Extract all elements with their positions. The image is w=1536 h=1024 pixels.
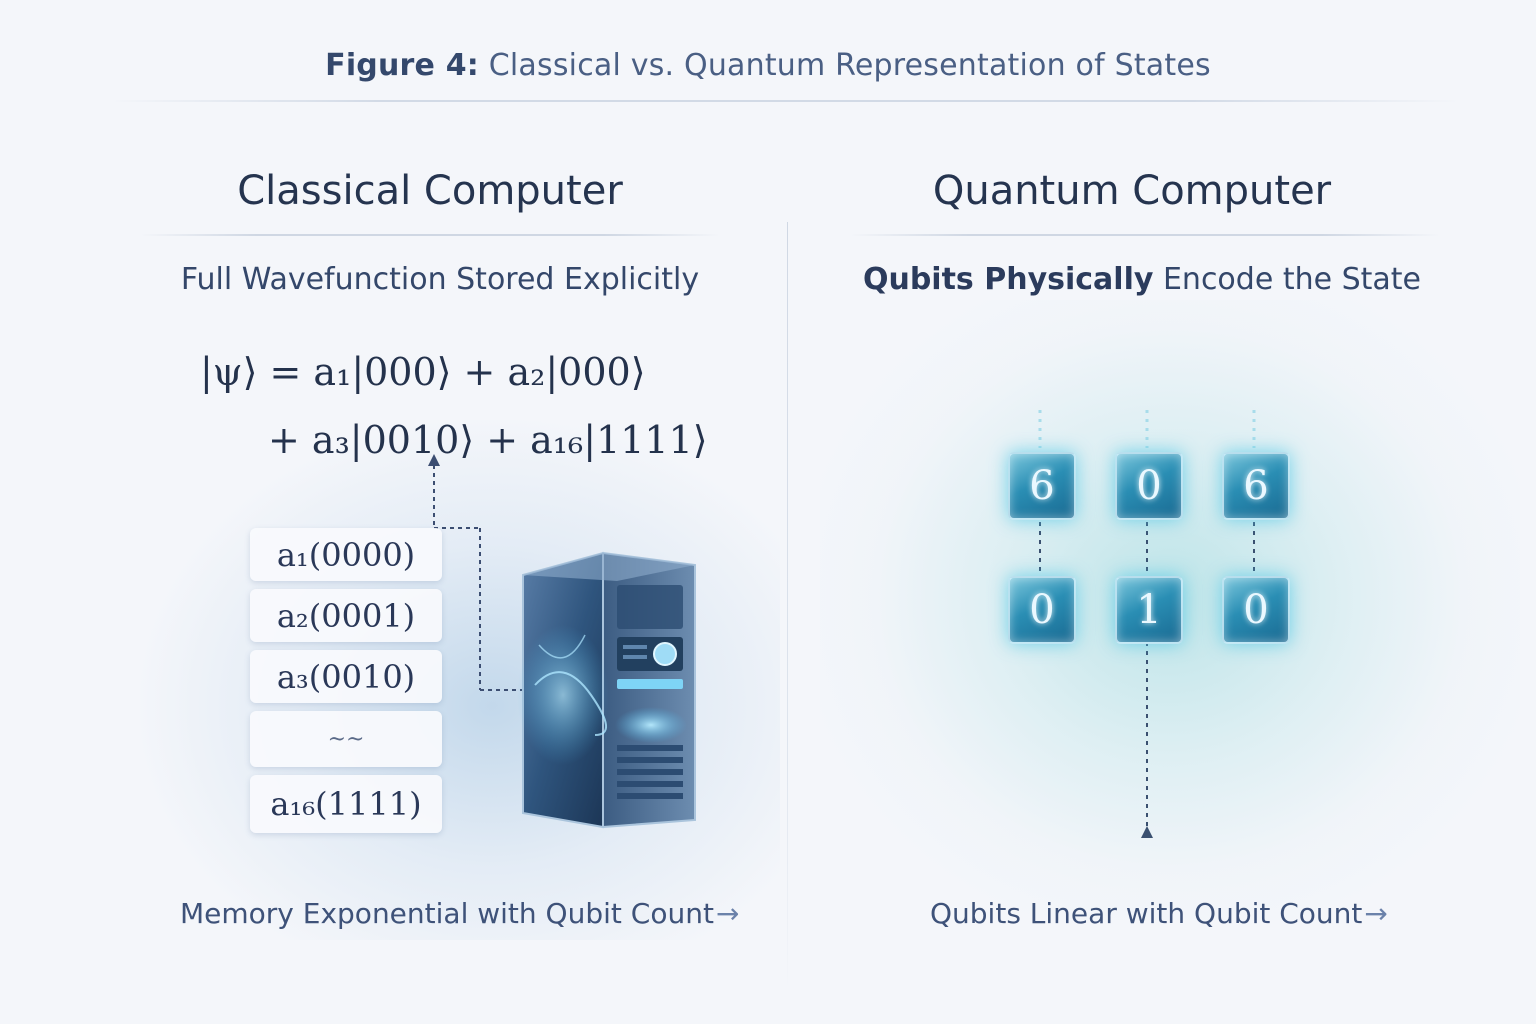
quantum-subtitle: Qubits Physically Encode the State bbox=[832, 262, 1452, 297]
memory-entry: a₂(0001) bbox=[250, 589, 442, 642]
qubit-top-middle: 0 bbox=[1115, 452, 1183, 520]
quantum-footnote-text: Qubits Linear with Qubit Count bbox=[930, 897, 1363, 930]
classical-heading-rule bbox=[140, 234, 720, 236]
memory-entry: a₁(0000) bbox=[250, 528, 442, 581]
memory-stack: a₁(0000) a₂(0001) a₃(0010) ~~ a₁₆(1111) bbox=[250, 528, 442, 841]
server-tower-icon bbox=[517, 551, 696, 829]
qubit-grid: 6 0 6 0 1 0 bbox=[990, 400, 1290, 850]
figure-label: Figure 4: bbox=[325, 48, 479, 83]
qubit-top-right: 6 bbox=[1222, 452, 1290, 520]
classical-heading: Classical Computer bbox=[237, 168, 623, 214]
qubit-bottom-middle: 1 bbox=[1115, 576, 1183, 644]
quantum-subtitle-bold: Qubits Physically bbox=[862, 262, 1154, 297]
title-rule bbox=[110, 100, 1460, 102]
qubit-bottom-left: 0 bbox=[1008, 576, 1076, 644]
qubit-bottom-right: 0 bbox=[1222, 576, 1290, 644]
qubit-down-arrowhead bbox=[1141, 826, 1153, 838]
memory-entry-ellipsis: ~~ bbox=[250, 711, 442, 767]
qubit-top-left: 6 bbox=[1008, 452, 1076, 520]
column-divider bbox=[787, 222, 788, 992]
wavefunction-equation-line-1: |ψ⟩ = a₁|000⟩ + a₂|000⟩ bbox=[200, 350, 646, 394]
quantum-footnote: Qubits Linear with Qubit Count→ bbox=[930, 897, 1388, 930]
wavefunction-equation-line-2: + a₃|0010⟩ + a₁₆|1111⟩ bbox=[268, 418, 708, 462]
figure-title-text: Classical vs. Quantum Representation of … bbox=[488, 48, 1211, 83]
memory-entry: a₃(0010) bbox=[250, 650, 442, 703]
classical-subtitle: Full Wavefunction Stored Explicitly bbox=[180, 262, 700, 297]
classical-connector-lines bbox=[428, 454, 545, 691]
qubit-connector-lines bbox=[1038, 410, 1256, 838]
quantum-subtitle-rest: Encode the State bbox=[1162, 262, 1422, 297]
figure-title: Figure 4: Classical vs. Quantum Represen… bbox=[0, 48, 1536, 83]
equation-connector-arrowhead bbox=[428, 454, 440, 466]
classical-footnote: Memory Exponential with Qubit Count→ bbox=[180, 897, 739, 930]
classical-footnote-text: Memory Exponential with Qubit Count bbox=[180, 897, 714, 930]
right-arrow-icon: → bbox=[715, 897, 740, 930]
right-arrow-icon: → bbox=[1364, 897, 1388, 930]
quantum-heading: Quantum Computer bbox=[932, 168, 1332, 214]
memory-entry: a₁₆(1111) bbox=[250, 775, 442, 833]
quantum-heading-rule bbox=[850, 234, 1440, 236]
